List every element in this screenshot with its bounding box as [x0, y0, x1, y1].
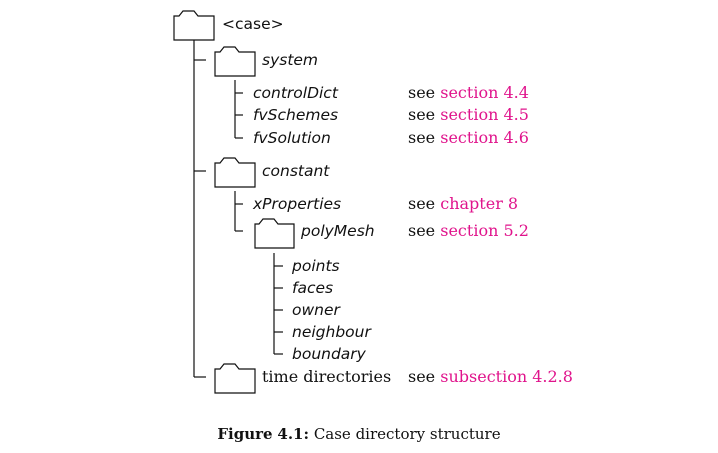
polymesh-ref-link[interactable]: section 5.2 [440, 221, 529, 240]
neighbour-label: neighbour [292, 323, 371, 341]
time-directories-label: time directories [262, 367, 392, 386]
folder-icon [214, 46, 256, 77]
caption-number: 4.1: [277, 425, 310, 443]
xproperties-see: see chapter 8 [408, 195, 518, 213]
see-text: see [408, 83, 436, 102]
see-text: see [408, 221, 436, 240]
root-label: <case> [222, 15, 284, 33]
fvsolution-see: see section 4.6 [408, 129, 529, 147]
caption-text: Case directory structure [313, 425, 501, 443]
fvschemes-ref-link[interactable]: section 4.5 [440, 105, 529, 124]
constant-folder-label: constant [262, 162, 330, 180]
fvschemes-see: see section 4.5 [408, 106, 529, 124]
folder-icon [214, 157, 256, 188]
controldict-see: see section 4.4 [408, 84, 529, 102]
polymesh-see: see section 5.2 [408, 222, 529, 240]
folder-icon [254, 218, 295, 249]
caption-prefix: Figure [217, 425, 273, 443]
xproperties-label: xProperties [253, 195, 342, 213]
figure-caption: Figure 4.1: Case directory structure [0, 425, 718, 443]
folder-icon [173, 10, 215, 41]
faces-label: faces [292, 279, 334, 297]
time-see: see subsection 4.2.8 [408, 368, 573, 386]
owner-label: owner [292, 301, 340, 319]
xproperties-ref-link[interactable]: chapter 8 [440, 194, 519, 213]
see-text: see [408, 194, 436, 213]
folder-icon [214, 363, 256, 394]
system-folder-label: system [262, 51, 319, 69]
fvsolution-ref-link[interactable]: section 4.6 [440, 128, 529, 147]
see-text: see [408, 367, 436, 386]
boundary-label: boundary [292, 345, 366, 363]
controldict-ref-link[interactable]: section 4.4 [440, 83, 529, 102]
time-ref-link[interactable]: subsection 4.2.8 [440, 367, 573, 386]
fvschemes-label: fvSchemes [253, 106, 339, 124]
points-label: points [292, 257, 340, 275]
see-text: see [408, 128, 436, 147]
polymesh-folder-label: polyMesh [301, 222, 375, 240]
controldict-label: controlDict [253, 84, 338, 102]
see-text: see [408, 105, 436, 124]
fvsolution-label: fvSolution [253, 129, 331, 147]
